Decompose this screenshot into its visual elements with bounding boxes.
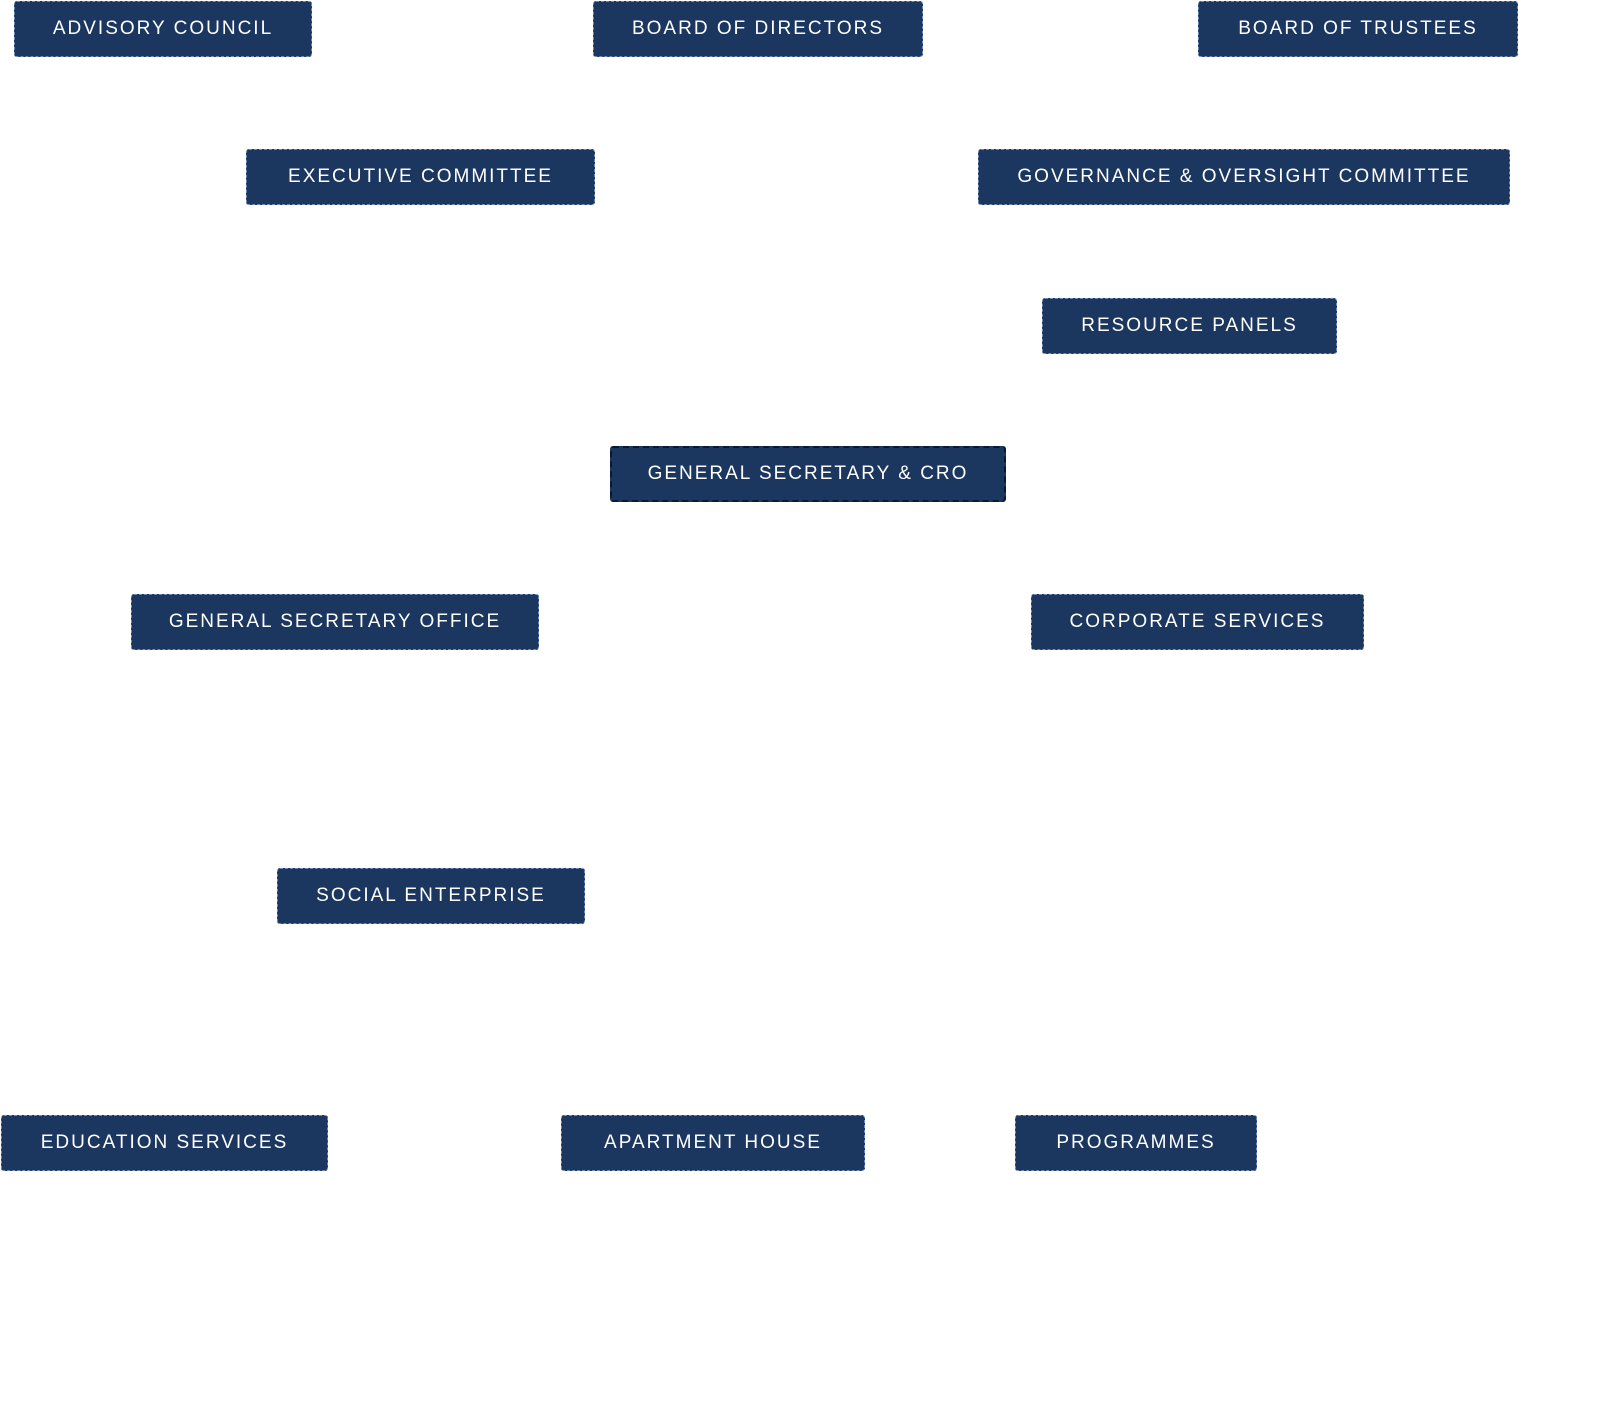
node-education-services[interactable]: EDUCATION SERVICES: [1, 1115, 328, 1171]
node-board-of-trustees[interactable]: BOARD OF TRUSTEES: [1198, 1, 1518, 57]
node-advisory-council[interactable]: ADVISORY COUNCIL: [14, 1, 312, 57]
node-programmes[interactable]: PROGRAMMES: [1015, 1115, 1257, 1171]
node-corporate-services[interactable]: CORPORATE SERVICES: [1031, 594, 1364, 650]
node-resource-panels[interactable]: RESOURCE PANELS: [1042, 298, 1337, 354]
node-general-secretary-office[interactable]: GENERAL SECRETARY OFFICE: [131, 594, 539, 650]
node-executive-committee[interactable]: EXECUTIVE COMMITTEE: [246, 149, 595, 205]
node-governance-oversight-committee[interactable]: GOVERNANCE & OVERSIGHT COMMITTEE: [978, 149, 1510, 205]
node-board-of-directors[interactable]: BOARD OF DIRECTORS: [593, 1, 923, 57]
node-apartment-house[interactable]: APARTMENT HOUSE: [561, 1115, 865, 1171]
node-social-enterprise[interactable]: SOCIAL ENTERPRISE: [277, 868, 585, 924]
node-general-secretary-cro[interactable]: GENERAL SECRETARY & CRO: [610, 446, 1006, 502]
